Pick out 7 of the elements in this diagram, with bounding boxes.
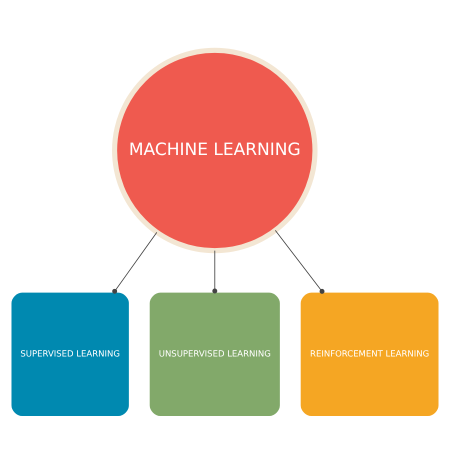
node-circle: MACHINE LEARNING: [112, 48, 318, 254]
node-box: REINFORCEMENT LEARNING: [300, 292, 439, 416]
node-box: UNSUPERVISED LEARNING: [150, 292, 280, 416]
node-box: SUPERVISED LEARNING: [11, 292, 129, 416]
connector: [112, 232, 158, 294]
connector: [274, 230, 324, 294]
connector: [212, 250, 218, 294]
